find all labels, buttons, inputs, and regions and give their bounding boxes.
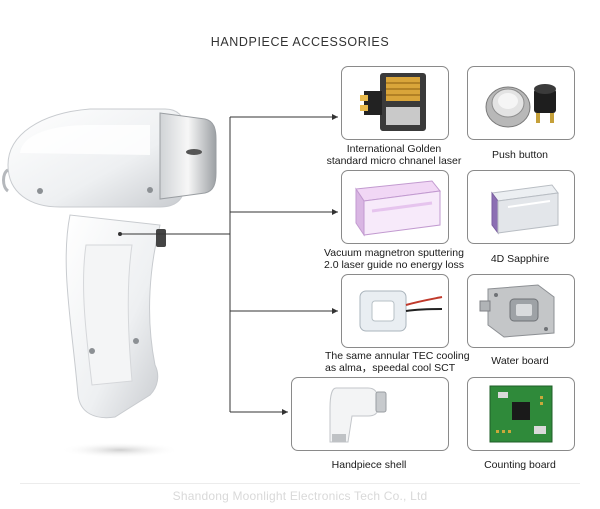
handpiece-shell-icon	[329, 387, 387, 443]
push-button-icon	[485, 84, 556, 128]
caption-water-board: Water board	[491, 355, 549, 367]
accessory-card-shell	[291, 377, 449, 451]
laser-bar-icon	[360, 73, 426, 131]
caption-shell: Handpiece shell	[331, 459, 407, 471]
page-title: HANDPIECE ACCESSORIES	[210, 35, 390, 49]
caption-push-button: Push button	[491, 149, 549, 161]
caption-counting-board: Counting board	[484, 459, 556, 471]
caption-laser-guide: Vacuum magnetron sputtering 2.0 laser gu…	[323, 247, 465, 271]
accessory-card-laser-guide	[341, 170, 449, 244]
accessory-card-tec	[341, 274, 449, 348]
counting-board-icon	[489, 385, 553, 443]
tec-cooler-icon	[359, 290, 443, 332]
accessory-card-laser	[341, 66, 449, 140]
handpiece-illustration	[2, 108, 217, 458]
caption-tec: The same annular TEC cooling as alma，spe…	[325, 350, 470, 374]
laser-guide-icon	[355, 180, 441, 237]
footer-divider	[20, 483, 580, 484]
accessory-card-sapphire	[467, 170, 575, 244]
caption-sapphire: 4D Sapphire	[490, 253, 550, 265]
caption-laser: International Golden standard micro chna…	[326, 143, 462, 167]
accessory-card-counting-board	[467, 377, 575, 451]
accessory-card-water-board	[467, 274, 575, 348]
sapphire-crystal-icon	[491, 184, 559, 235]
company-watermark: Shandong Moonlight Electronics Tech Co.,…	[172, 489, 428, 503]
water-board-icon	[479, 284, 555, 338]
accessory-card-push-button	[467, 66, 575, 140]
